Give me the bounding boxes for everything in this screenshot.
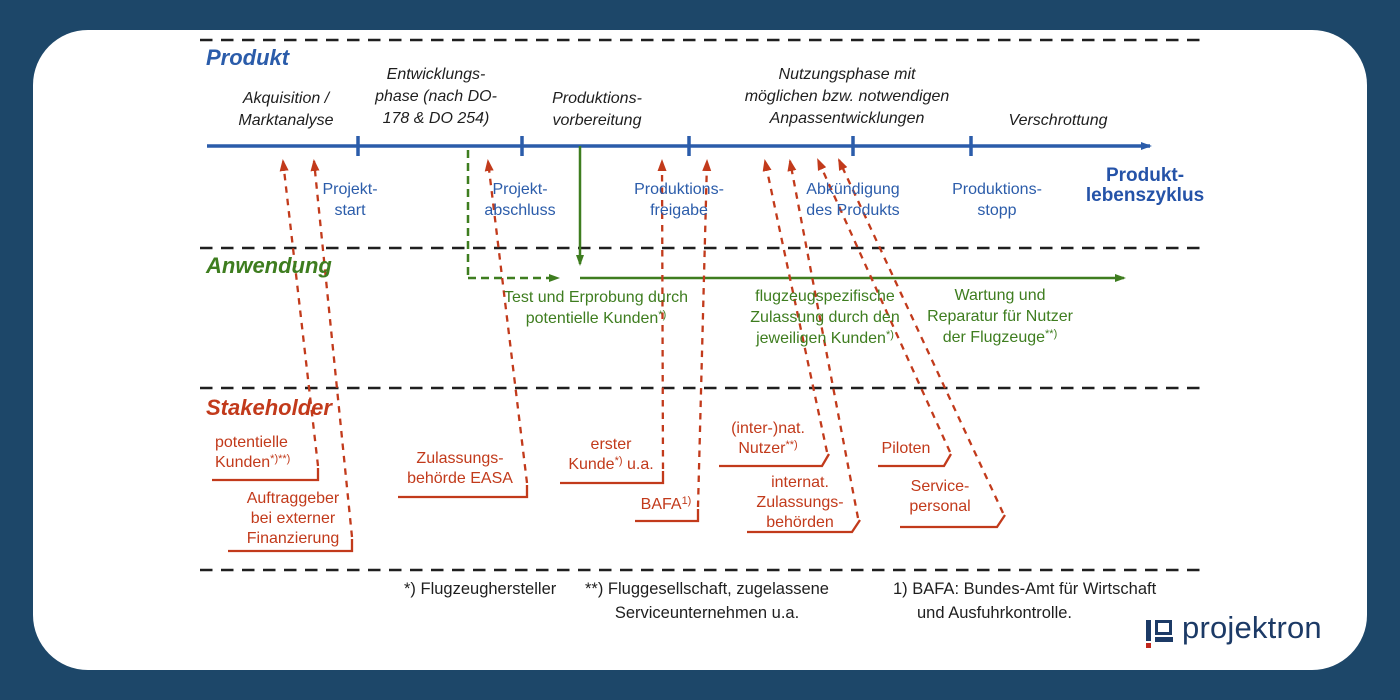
phase-produktionsvorbereitung: Produktions- vorbereitung <box>552 90 642 129</box>
footnote-flugzeughersteller: *) Flugzeughersteller <box>404 580 557 598</box>
stakeholder-erster-kunde: erster Kunde*) u.a. <box>568 436 654 473</box>
connector-erster-kunde <box>657 159 667 470</box>
connector-zulassungsbehoerden <box>787 159 860 519</box>
lane-title-stakeholder: Stakeholder <box>206 395 332 420</box>
stakeholder-piloten: Piloten <box>881 440 931 457</box>
phase-akquisition: Akquisition / Marktanalyse <box>238 90 334 129</box>
stakeholder-auftraggeber: Auftraggeber bei externer Finanzierung <box>246 490 340 547</box>
connector-auftraggeber <box>310 159 354 538</box>
footnote-bafa-line2: und Ausfuhrkontrolle. <box>917 604 1073 622</box>
product-timeline <box>207 136 1152 156</box>
connector-easa <box>484 159 529 484</box>
footnote-fluggesellschaft: **) Fluggesellschaft, zugelassene Servic… <box>585 580 829 622</box>
connector-piloten <box>816 158 952 453</box>
stakeholder-servicepersonal: Service- personal <box>909 478 971 515</box>
connector-servicepersonal <box>837 158 1005 514</box>
stakeholder-easa: Zulassungs- behörde EASA <box>407 450 513 487</box>
connector-bafa <box>696 159 712 508</box>
phase-entwicklung: Entwicklungs- phase (nach DO- 178 & DO 2… <box>375 66 497 127</box>
footnote-bafa-line1: 1) BAFA: Bundes-Amt für Wirtschaft <box>893 580 1157 598</box>
lane-title-produkt: Produkt <box>206 45 290 70</box>
activity-flugzeugspezifische-zulassung: flugzeugspezifische Zulassung durch den … <box>750 288 900 347</box>
lane-title-anwendung: Anwendung <box>206 253 332 278</box>
stakeholder-connectors <box>279 158 1005 538</box>
milestone-projektstart: Projekt- start <box>322 181 378 219</box>
stakeholder-internat-nutzer: (inter-)nat. Nutzer**) <box>731 420 805 457</box>
application-line <box>466 146 1126 282</box>
milestone-projektabschluss: Projekt- abschluss <box>484 181 556 219</box>
activity-wartung-reparatur: Wartung und Reparatur für Nutzer der Flu… <box>927 287 1073 346</box>
milestone-produktionsfreigabe: Produktions- freigabe <box>634 181 724 219</box>
stakeholder-underlines <box>212 453 1006 553</box>
phase-nutzungsphase: Nutzungsphase mit möglichen bzw. notwend… <box>744 66 950 127</box>
milestone-abkuendigung: Abkündigung des Produkts <box>806 181 900 219</box>
milestone-produktionsstopp: Produktions- stopp <box>952 181 1042 219</box>
stakeholder-bafa: BAFA1) <box>640 495 692 513</box>
axis-label-produktlebenszyklus: Produkt- lebenszyklus <box>1085 165 1205 206</box>
projektron-logo-text: projektron <box>1182 610 1322 645</box>
connector-potentielle-kunden <box>279 159 320 467</box>
activity-test-erprobung: Test und Erprobung durch potentielle Kun… <box>503 289 689 327</box>
projektron-logo-icon <box>1143 616 1179 650</box>
stakeholder-potentielle-kunden: potentielle Kunden*)**) <box>215 434 291 471</box>
stakeholder-zulassungsbehoerden: internat. Zulassungs- behörden <box>756 474 844 531</box>
phase-verschrottung: Verschrottung <box>1008 112 1108 129</box>
diagram-card <box>33 30 1367 670</box>
